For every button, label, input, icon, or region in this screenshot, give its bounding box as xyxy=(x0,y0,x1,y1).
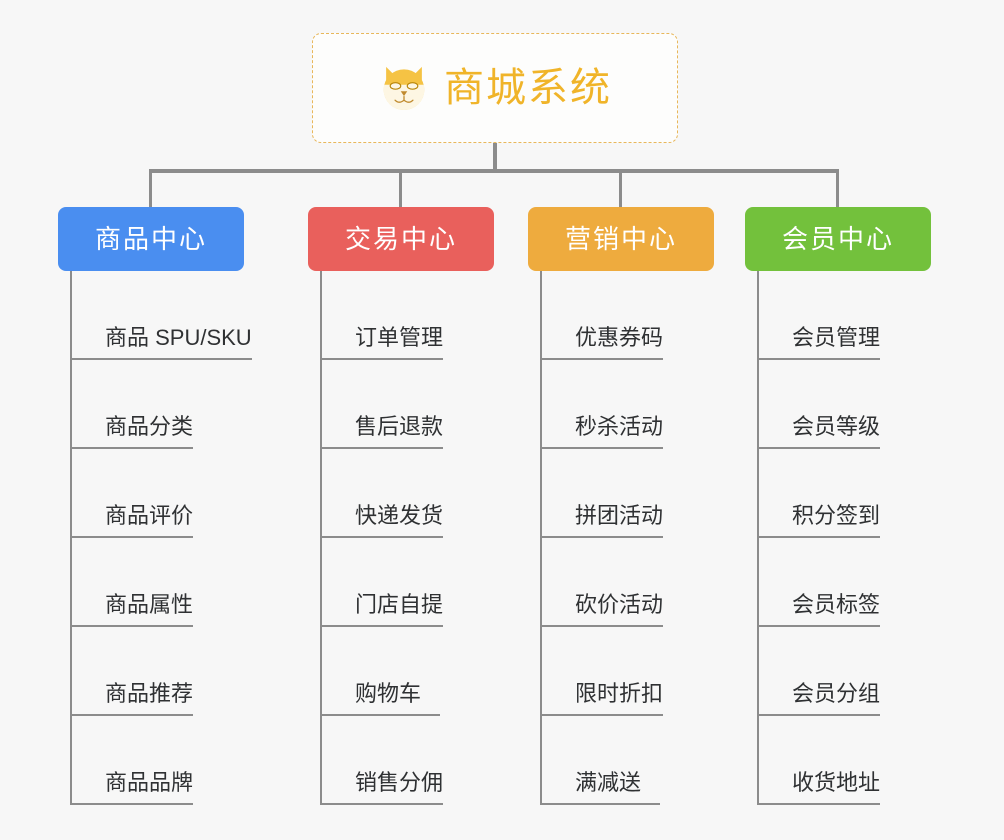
leaf-label: 商品评价 xyxy=(72,505,194,538)
leaf-item[interactable]: 会员标签 xyxy=(759,538,965,627)
leaf-label: 商品 SPU/SKU xyxy=(72,327,252,360)
root-node[interactable]: 商城系统 xyxy=(312,33,678,143)
category-column-4: 会员中心 会员管理 会员等级 积分签到 会员标签 会员分组 收货地址 xyxy=(745,207,965,805)
leaf-label: 商品品牌 xyxy=(72,772,194,805)
connector-drop-1 xyxy=(149,171,152,207)
connector-root-stem xyxy=(493,143,497,171)
leaf-label: 销售分佣 xyxy=(322,772,444,805)
leaf-label: 快递发货 xyxy=(322,505,444,538)
category-header-label: 交易中心 xyxy=(344,224,457,254)
category-header-3[interactable]: 营销中心 xyxy=(528,207,714,271)
leaf-label: 优惠券码 xyxy=(542,327,664,360)
leaf-label: 门店自提 xyxy=(322,594,444,627)
leaf-item[interactable]: 商品属性 xyxy=(72,538,278,627)
leaf-item[interactable]: 快递发货 xyxy=(322,449,528,538)
connector-drop-2 xyxy=(399,171,402,207)
leaf-label: 商品属性 xyxy=(72,594,194,627)
leaf-label: 会员管理 xyxy=(759,327,881,360)
leaf-item[interactable]: 收货地址 xyxy=(759,716,965,805)
leaf-item[interactable]: 会员分组 xyxy=(759,627,965,716)
category-header-label: 商品中心 xyxy=(94,224,207,254)
category-column-3: 营销中心 优惠券码 秒杀活动 拼团活动 砍价活动 限时折扣 满减送 xyxy=(528,207,748,805)
leaf-item[interactable]: 满减送 xyxy=(542,716,748,805)
leaf-item[interactable]: 商品 SPU/SKU xyxy=(72,271,278,360)
leaf-item[interactable]: 销售分佣 xyxy=(322,716,528,805)
shiba-dog-face-icon xyxy=(378,62,430,114)
leaf-item[interactable]: 购物车 xyxy=(322,627,528,716)
leaf-label: 拼团活动 xyxy=(542,505,664,538)
category-header-label: 营销中心 xyxy=(564,224,677,254)
leaf-item[interactable]: 售后退款 xyxy=(322,360,528,449)
connector-drop-4 xyxy=(836,171,839,207)
leaf-item[interactable]: 门店自提 xyxy=(322,538,528,627)
leaf-label: 会员标签 xyxy=(759,594,881,627)
leaf-label: 限时折扣 xyxy=(542,683,664,716)
connector-drop-3 xyxy=(619,171,622,207)
leaf-label: 商品推荐 xyxy=(72,683,194,716)
root-title: 商城系统 xyxy=(444,66,612,110)
leaf-item[interactable]: 砍价活动 xyxy=(542,538,748,627)
leaf-item[interactable]: 商品品牌 xyxy=(72,716,278,805)
leaf-item[interactable]: 积分签到 xyxy=(759,449,965,538)
leaf-label: 购物车 xyxy=(322,683,440,716)
leaf-label: 砍价活动 xyxy=(542,594,664,627)
leaf-list-4: 会员管理 会员等级 积分签到 会员标签 会员分组 收货地址 xyxy=(757,271,965,805)
category-column-2: 交易中心 订单管理 售后退款 快递发货 门店自提 购物车 销售分佣 xyxy=(308,207,528,805)
leaf-list-2: 订单管理 售后退款 快递发货 门店自提 购物车 销售分佣 xyxy=(320,271,528,805)
connector-horizontal-bus xyxy=(149,169,839,173)
category-column-1: 商品中心 商品 SPU/SKU 商品分类 商品评价 商品属性 商品推荐 商品品牌 xyxy=(58,207,278,805)
leaf-item[interactable]: 商品分类 xyxy=(72,360,278,449)
leaf-label: 商品分类 xyxy=(72,416,194,449)
leaf-item[interactable]: 订单管理 xyxy=(322,271,528,360)
leaf-label: 会员分组 xyxy=(759,683,881,716)
leaf-item[interactable]: 会员管理 xyxy=(759,271,965,360)
leaf-item[interactable]: 限时折扣 xyxy=(542,627,748,716)
category-header-2[interactable]: 交易中心 xyxy=(308,207,494,271)
leaf-list-1: 商品 SPU/SKU 商品分类 商品评价 商品属性 商品推荐 商品品牌 xyxy=(70,271,278,805)
leaf-label: 满减送 xyxy=(542,772,660,805)
leaf-label: 收货地址 xyxy=(759,772,881,805)
leaf-list-3: 优惠券码 秒杀活动 拼团活动 砍价活动 限时折扣 满减送 xyxy=(540,271,748,805)
leaf-label: 积分签到 xyxy=(759,505,881,538)
leaf-label: 售后退款 xyxy=(322,416,444,449)
leaf-item[interactable]: 优惠券码 xyxy=(542,271,748,360)
leaf-label: 会员等级 xyxy=(759,416,881,449)
category-header-4[interactable]: 会员中心 xyxy=(745,207,931,271)
leaf-item[interactable]: 商品评价 xyxy=(72,449,278,538)
leaf-item[interactable]: 商品推荐 xyxy=(72,627,278,716)
leaf-label: 订单管理 xyxy=(322,327,444,360)
leaf-item[interactable]: 拼团活动 xyxy=(542,449,748,538)
leaf-item[interactable]: 秒杀活动 xyxy=(542,360,748,449)
category-header-label: 会员中心 xyxy=(781,224,894,254)
category-header-1[interactable]: 商品中心 xyxy=(58,207,244,271)
leaf-label: 秒杀活动 xyxy=(542,416,664,449)
leaf-item[interactable]: 会员等级 xyxy=(759,360,965,449)
